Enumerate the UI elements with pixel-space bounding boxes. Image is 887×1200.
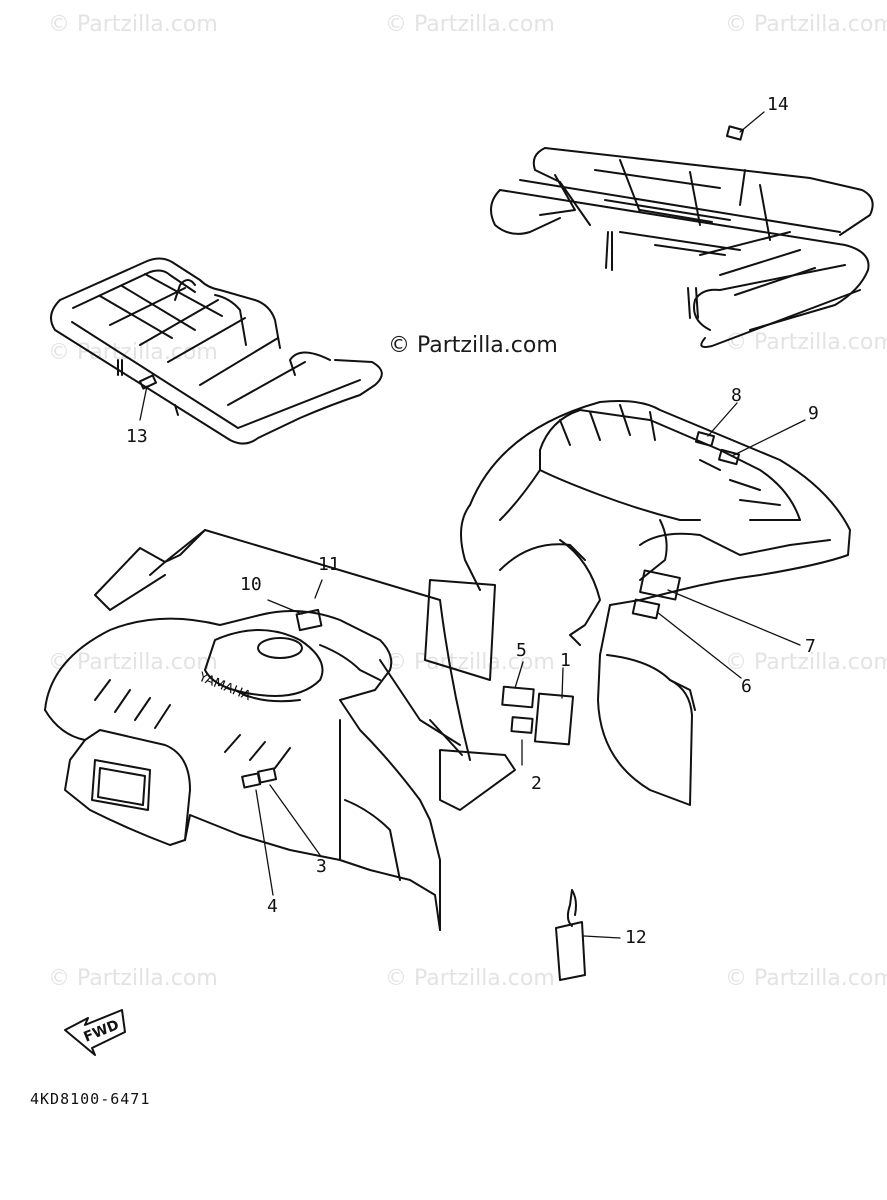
watermark: © Partzilla.com xyxy=(725,966,887,991)
leader-lines xyxy=(139,111,806,939)
callout-8: 8 xyxy=(731,385,742,406)
callout-2: 2 xyxy=(531,773,542,794)
front-fender: YAMAHA xyxy=(44,608,441,931)
callout-14: 14 xyxy=(767,94,789,115)
callout-1: 1 xyxy=(560,650,571,671)
callout-11: 11 xyxy=(318,554,340,575)
callout-10: 10 xyxy=(240,574,262,595)
center-watermark: © Partzilla.com xyxy=(388,333,558,358)
loose-decals xyxy=(501,685,575,746)
callout-3: 3 xyxy=(316,856,327,877)
hang-tag xyxy=(555,889,586,981)
rear-fender xyxy=(424,400,851,806)
callout-4: 4 xyxy=(267,896,278,917)
callout-5: 5 xyxy=(516,640,527,661)
watermark: © Partzilla.com xyxy=(385,966,555,991)
diagram-code: 4KD8100-6471 xyxy=(30,1090,151,1108)
watermark: © Partzilla.com xyxy=(725,330,887,355)
rear-rack xyxy=(490,125,874,348)
watermark: © Partzilla.com xyxy=(48,12,218,37)
watermark: © Partzilla.com xyxy=(385,650,555,675)
callout-13: 13 xyxy=(126,426,148,447)
watermark: © Partzilla.com xyxy=(48,966,218,991)
watermark: © Partzilla.com xyxy=(725,650,887,675)
callout-7: 7 xyxy=(805,636,816,657)
fwd-arrow-icon: FWD xyxy=(64,1009,126,1056)
decal-sheet xyxy=(94,529,516,811)
watermark: © Partzilla.com xyxy=(725,12,887,37)
yamaha-logo-text: YAMAHA xyxy=(196,669,253,704)
front-rack xyxy=(50,257,383,445)
watermark: © Partzilla.com xyxy=(48,650,218,675)
callout-6: 6 xyxy=(741,676,752,697)
callout-9: 9 xyxy=(808,403,819,424)
callout-12: 12 xyxy=(625,927,647,948)
watermark: © Partzilla.com xyxy=(385,12,555,37)
